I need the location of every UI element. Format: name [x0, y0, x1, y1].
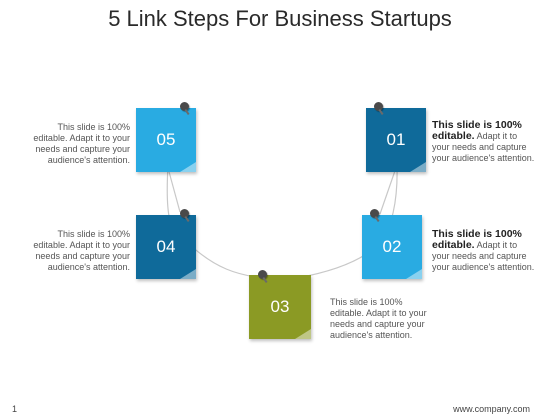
pin-icon [258, 270, 267, 279]
step-03-note: 03 [249, 275, 311, 339]
step-05-note: 05 [136, 108, 196, 172]
step-lead: This slide is 100% editable. [432, 119, 522, 142]
step-05-description: This slide is 100% editable. Adapt it to… [30, 122, 130, 166]
step-02-note: 02 [362, 215, 422, 279]
page-number: 1 [12, 404, 18, 414]
step-number: 02 [382, 237, 402, 256]
step-text: This slide is 100% editable. Adapt it to… [330, 297, 427, 340]
step-lead: This slide is 100% editable. [432, 228, 522, 251]
pin-icon [370, 209, 379, 218]
step-01-note: 01 [366, 108, 426, 172]
footer-website: www.company.com [453, 404, 530, 414]
step-03-description: This slide is 100% editable. Adapt it to… [330, 297, 434, 341]
step-number: 01 [386, 130, 406, 149]
step-number: 03 [270, 297, 290, 316]
slide-title: 5 Link Steps For Business Startups [108, 6, 452, 31]
step-text: This slide is 100% editable. Adapt it to… [33, 122, 130, 165]
step-01-description: This slide is 100% editable. Adapt it to… [432, 120, 536, 164]
step-text: Adapt it to your needs and capture your … [432, 240, 535, 272]
step-04-note: 04 [136, 215, 196, 279]
step-number: 05 [156, 130, 176, 149]
step-number: 04 [156, 237, 176, 256]
step-text: Adapt it to your needs and capture your … [432, 131, 535, 163]
pin-icon [180, 102, 189, 111]
step-02-description: This slide is 100% editable. Adapt it to… [432, 229, 536, 273]
pin-icon [180, 209, 189, 218]
step-04-description: This slide is 100% editable. Adapt it to… [30, 229, 130, 273]
step-text: This slide is 100% editable. Adapt it to… [33, 229, 130, 272]
pin-icon [374, 102, 383, 111]
